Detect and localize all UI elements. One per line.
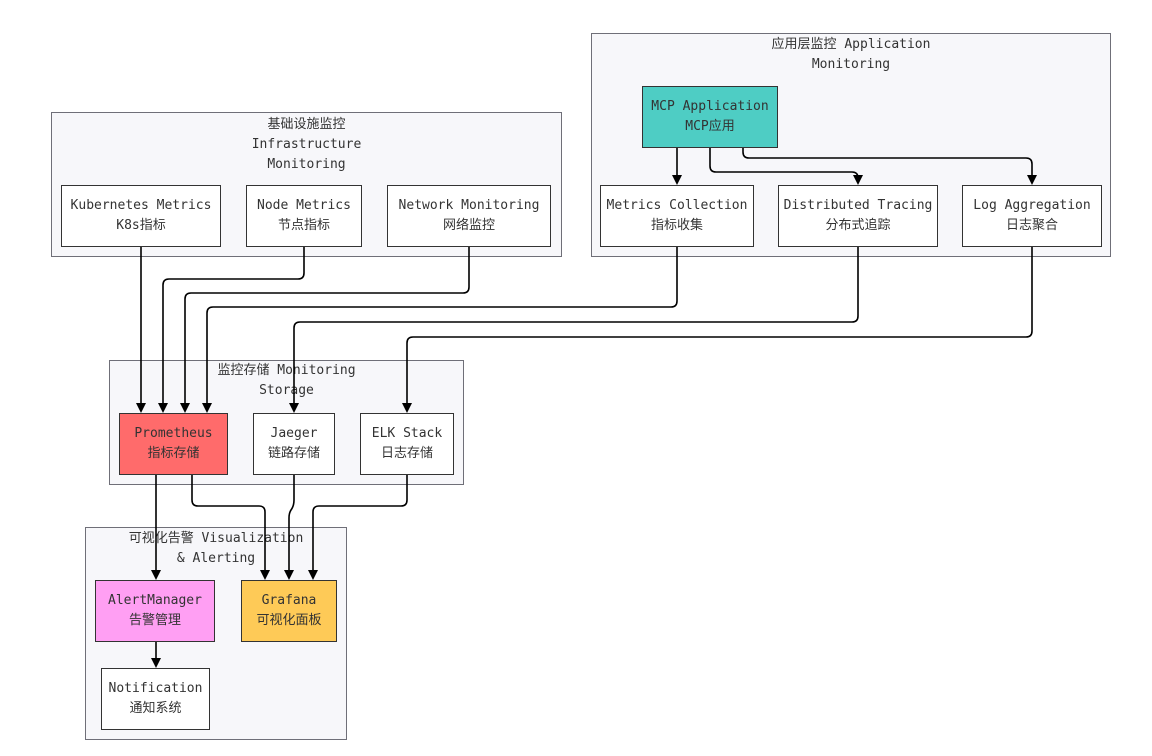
elk-stack-node: ELK Stack 日志存储 (360, 413, 454, 475)
kubernetes-metrics-node: Kubernetes Metrics K8s指标 (61, 185, 221, 247)
infrastructure-title-line3: Monitoring (267, 157, 346, 172)
node-sublabel: 指标存储 (147, 446, 200, 461)
node-label: Notification (108, 681, 203, 696)
visualization-title-line2: & Alerting (176, 551, 256, 566)
node-label: Log Aggregation (973, 198, 1091, 213)
node-sublabel: 可视化面板 (256, 613, 322, 628)
jaeger-node: Jaeger 链路存储 (253, 413, 335, 475)
infrastructure-title-line1: 基础设施监控 (267, 117, 346, 132)
node-sublabel: 网络监控 (442, 218, 495, 233)
application-title-line1: 应用层监控 Application (771, 37, 931, 52)
visualization-title-line1: 可视化告警 Visualization (128, 531, 304, 546)
storage-title-line2: Storage (259, 383, 314, 398)
node-sublabel: 日志聚合 (1005, 218, 1058, 233)
node-label: Distributed Tracing (783, 198, 933, 213)
node-sublabel: MCP应用 (685, 119, 735, 134)
node-sublabel: 链路存储 (267, 446, 320, 461)
visualization-group-title: 可视化告警 Visualization & Alerting (86, 529, 346, 569)
node-label: Node Metrics (257, 198, 351, 213)
infrastructure-title-line2: Infrastructure (251, 137, 362, 152)
node-label: Prometheus (134, 426, 213, 441)
metrics-collection-node: Metrics Collection 指标收集 (600, 185, 754, 247)
log-aggregation-node: Log Aggregation 日志聚合 (962, 185, 1102, 247)
node-label: MCP Application (651, 99, 769, 114)
alertmanager-node: AlertManager 告警管理 (95, 580, 215, 642)
storage-title-line1: 监控存储 Monitoring (217, 363, 356, 378)
mcp-application-node: MCP Application MCP应用 (642, 86, 778, 148)
node-sublabel: 通知系统 (129, 701, 182, 716)
node-sublabel: 分布式追踪 (825, 218, 891, 233)
node-sublabel: 指标收集 (650, 218, 703, 233)
node-label: Metrics Collection (606, 198, 748, 213)
grafana-node: Grafana 可视化面板 (241, 580, 337, 642)
node-label: Jaeger (270, 426, 318, 441)
storage-group-title: 监控存储 Monitoring Storage (110, 361, 463, 401)
node-label: Kubernetes Metrics (70, 198, 212, 213)
application-title-line2: Monitoring (811, 57, 891, 72)
node-label: ELK Stack (371, 426, 443, 441)
node-label: AlertManager (108, 593, 202, 608)
node-label: Grafana (261, 593, 317, 608)
node-sublabel: 节点指标 (277, 218, 330, 233)
infrastructure-group-title: 基础设施监控 Infrastructure Monitoring (52, 115, 561, 175)
node-metrics-node: Node Metrics 节点指标 (246, 185, 362, 247)
node-sublabel: 告警管理 (128, 613, 181, 628)
edge-log-aggregation-to-elk (406, 247, 1033, 404)
node-sublabel: 日志存储 (380, 446, 433, 461)
network-monitoring-node: Network Monitoring 网络监控 (387, 185, 551, 247)
node-sublabel: K8s指标 (116, 218, 166, 233)
notification-node: Notification 通知系统 (101, 668, 210, 730)
application-group-title: 应用层监控 Application Monitoring (592, 35, 1110, 75)
prometheus-node: Prometheus 指标存储 (119, 413, 228, 475)
distributed-tracing-node: Distributed Tracing 分布式追踪 (778, 185, 938, 247)
node-label: Network Monitoring (398, 198, 540, 213)
